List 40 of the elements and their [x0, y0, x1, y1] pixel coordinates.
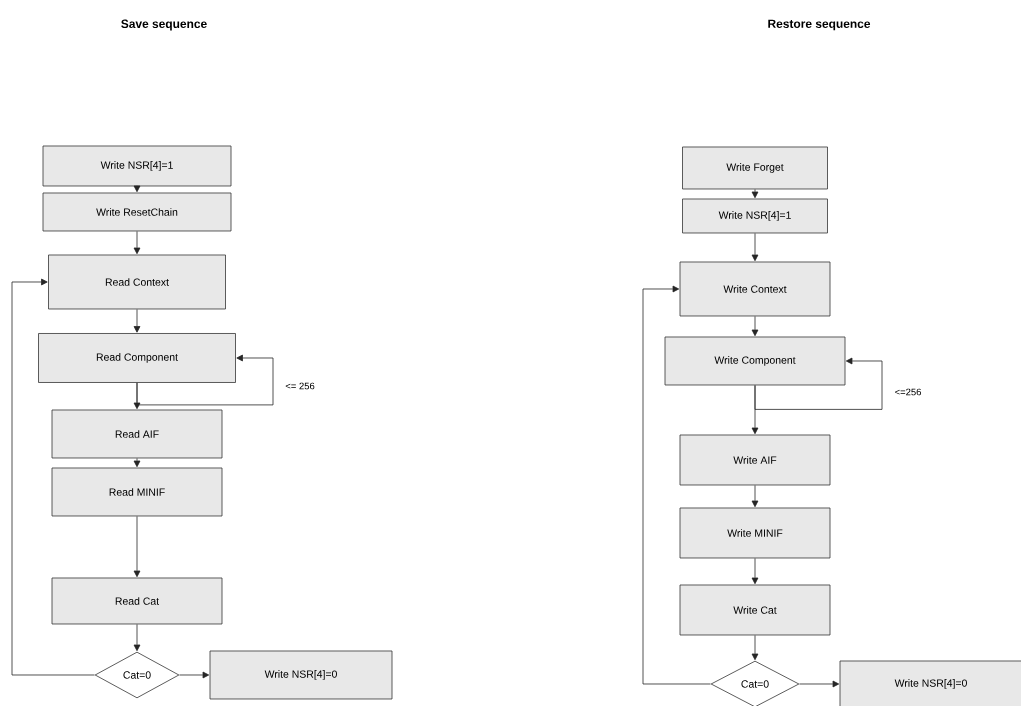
process-box: Write Cat — [679, 584, 831, 636]
arrow — [133, 231, 141, 255]
heading: Save sequence — [121, 19, 207, 31]
arrow — [11, 278, 95, 676]
arrow — [751, 385, 759, 435]
arrow — [799, 680, 840, 688]
process-box: Write NSR[4]=0 — [839, 660, 1021, 706]
arrow — [133, 458, 141, 468]
arrow — [751, 485, 759, 508]
process-box: Write NSR[4]=0 — [209, 650, 393, 700]
arrow — [751, 635, 759, 661]
process-box: Write Forget — [682, 146, 828, 190]
edge-label: <= 256 — [284, 381, 316, 391]
arrow — [136, 354, 274, 406]
arrow — [751, 558, 759, 585]
arrow — [751, 233, 759, 262]
arrow — [642, 285, 711, 685]
arrow — [179, 671, 210, 679]
process-box: Write Context — [679, 261, 831, 317]
process-box: Read Cat — [51, 577, 223, 625]
arrow — [754, 357, 883, 410]
arrow — [133, 624, 141, 652]
arrow — [133, 382, 141, 410]
process-box: Write ResetChain — [42, 192, 232, 232]
process-box: Read AIF — [51, 409, 223, 459]
process-box: Read Context — [48, 254, 226, 310]
process-box: Write NSR[4]=1 — [42, 145, 232, 187]
arrow — [751, 316, 759, 337]
arrow — [751, 189, 759, 199]
process-box: Write Component — [664, 336, 846, 386]
edge-label: <=256 — [893, 387, 923, 397]
arrow — [133, 309, 141, 333]
heading: Restore sequence — [768, 19, 871, 31]
arrow — [133, 516, 141, 578]
process-box: Read MINIF — [51, 467, 223, 517]
process-box: Write AIF — [679, 434, 831, 486]
arrow — [133, 185, 141, 193]
process-box: Read Component — [38, 333, 236, 383]
process-box: Write MINIF — [679, 507, 831, 559]
process-box: Write NSR[4]=1 — [682, 198, 828, 234]
